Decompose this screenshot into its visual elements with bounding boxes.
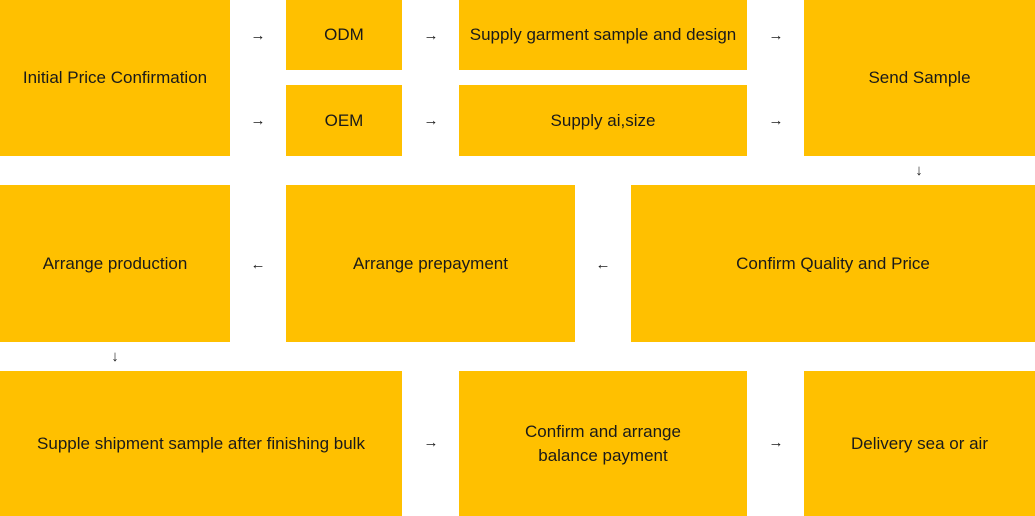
step-supple-shipment-sample: Supple shipment sample after finishing b… bbox=[0, 371, 402, 516]
arrow-down-icon: ↓ bbox=[915, 162, 923, 179]
step-arrange-prepayment: Arrange prepayment bbox=[286, 185, 575, 342]
step-label: ODM bbox=[324, 25, 364, 44]
step-send-sample: Send Sample bbox=[804, 0, 1035, 156]
step-odm: ODM bbox=[286, 0, 402, 70]
step-confirm-quality-price: Confirm Quality and Price bbox=[631, 185, 1035, 342]
arrow-right-icon: → bbox=[250, 27, 266, 44]
step-label: Arrange production bbox=[42, 253, 188, 273]
step-label: Supply ai,size bbox=[550, 110, 656, 130]
arrow-right-icon: → bbox=[250, 112, 266, 129]
arrow-right-icon: → bbox=[768, 27, 784, 44]
step-label: Send Sample bbox=[868, 68, 971, 87]
step-delivery-sea-or-air: Delivery sea or air bbox=[804, 371, 1035, 516]
step-label: Arrange prepayment bbox=[353, 253, 508, 273]
arrow-left-icon: ← bbox=[595, 256, 611, 273]
arrow-right-icon: → bbox=[423, 27, 439, 44]
arrow-left-icon: ← bbox=[250, 256, 266, 273]
step-label: Supply garment sample and design bbox=[469, 25, 737, 44]
step-initial-price-confirmation: Initial Price Confirmation bbox=[0, 0, 230, 156]
step-supply-ai-size: Supply ai,size bbox=[459, 85, 747, 156]
step-supply-garment-sample: Supply garment sample and design bbox=[459, 0, 747, 70]
step-confirm-balance-payment: Confirm and arrange balance payment bbox=[459, 371, 747, 516]
step-label: OEM bbox=[324, 110, 364, 130]
step-oem: OEM bbox=[286, 85, 402, 156]
arrow-right-icon: → bbox=[768, 112, 784, 129]
step-label: Supple shipment sample after finishing b… bbox=[37, 433, 365, 453]
step-arrange-production: Arrange production bbox=[0, 185, 230, 342]
step-label: Delivery sea or air bbox=[851, 433, 988, 453]
step-label: Initial Price Confirmation bbox=[22, 68, 208, 87]
arrow-right-icon: → bbox=[423, 434, 439, 451]
step-label: Confirm Quality and Price bbox=[736, 253, 930, 273]
arrow-down-icon: ↓ bbox=[111, 348, 119, 365]
arrow-right-icon: → bbox=[423, 112, 439, 129]
arrow-right-icon: → bbox=[768, 434, 784, 451]
step-label: Confirm and arrange balance payment bbox=[525, 421, 681, 465]
